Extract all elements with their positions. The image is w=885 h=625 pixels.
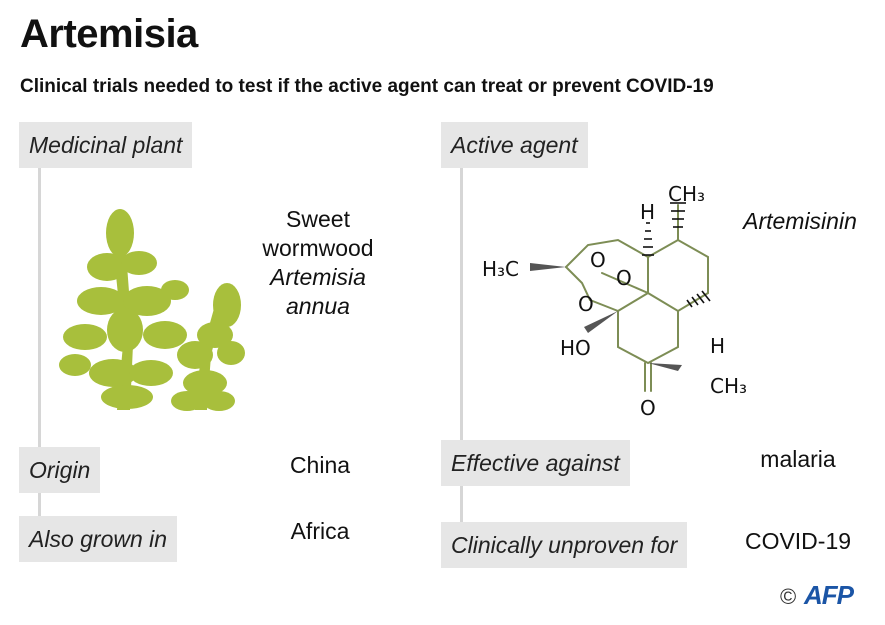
mol-ch3-top: CH₃ <box>668 182 705 206</box>
effective-against-value: malaria <box>760 446 836 472</box>
also-grown-value: Africa <box>290 518 350 544</box>
right-connector-top <box>460 166 463 442</box>
mol-h-top: H <box>640 200 655 224</box>
effective-against-label: Effective against <box>441 440 630 486</box>
agent-name: Artemisinin <box>743 208 857 234</box>
also-grown-label: Also grown in <box>19 516 178 562</box>
clinically-unproven-label: Clinically unproven for <box>441 522 688 568</box>
plant-name-line-2: wormwood <box>262 235 374 261</box>
plant-latin-line-2: annua <box>286 293 350 319</box>
mol-o-3: O <box>578 292 594 316</box>
page-title: Artemisia <box>20 12 198 56</box>
plant-latin-line-1: Artemisia <box>270 264 366 290</box>
clinically-unproven-value: COVID-19 <box>744 528 852 554</box>
active-agent-label: Active agent <box>441 122 588 168</box>
mol-o-ketone: O <box>640 396 656 420</box>
mol-o-2: O <box>616 266 632 290</box>
mol-ho: HO <box>560 336 591 360</box>
mol-h-right: H <box>710 334 725 358</box>
artemisinin-structure: CH₃ H H₃C O O O HO H CH₃ O <box>482 182 747 420</box>
copyright-symbol: © <box>780 584 797 609</box>
origin-label: Origin <box>19 447 101 493</box>
plant-illustration <box>59 209 245 411</box>
left-connector-bottom <box>38 492 41 516</box>
mol-h3c: H₃C <box>482 257 519 281</box>
left-connector-top <box>38 166 41 450</box>
plant-common-name: Sweet wormwood Artemisia annua <box>238 205 398 321</box>
medicinal-plant-label: Medicinal plant <box>19 122 193 168</box>
origin-value: China <box>289 452 351 478</box>
afp-logo: AFP <box>804 580 854 610</box>
right-connector-bottom <box>460 485 463 525</box>
plant-name-line-1: Sweet <box>286 206 350 232</box>
mol-ch3-bottom: CH₃ <box>710 374 747 398</box>
mol-o-1: O <box>590 248 606 272</box>
page-subtitle: Clinical trials needed to test if the ac… <box>20 76 714 97</box>
